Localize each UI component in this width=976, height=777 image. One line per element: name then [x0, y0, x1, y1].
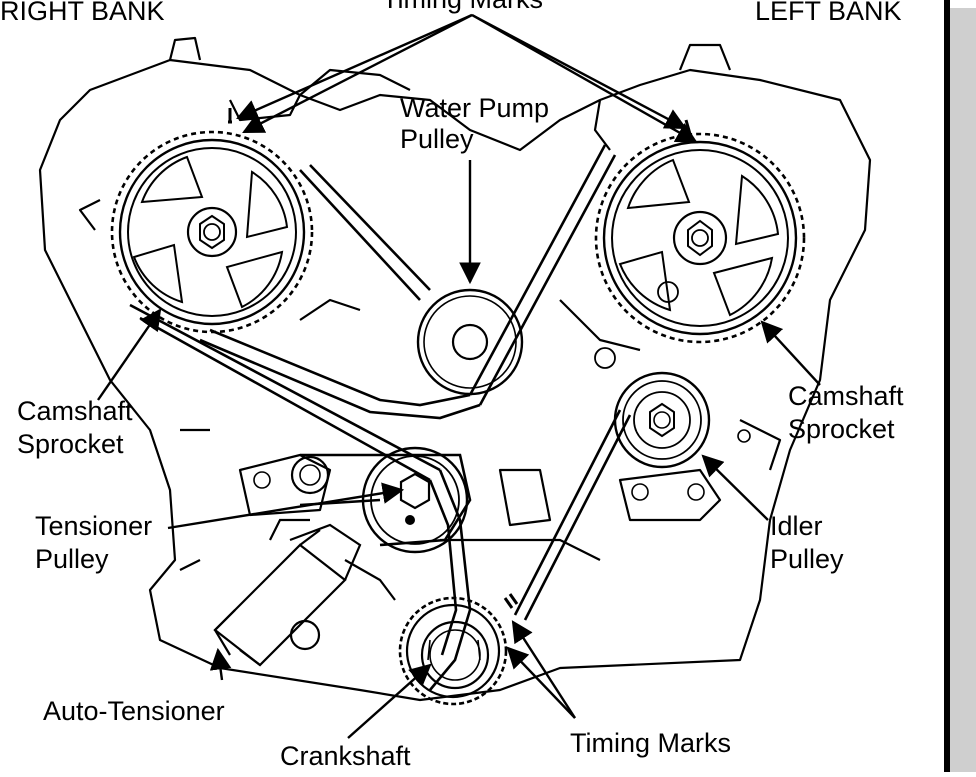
left-bank-timing-mark	[684, 119, 692, 135]
camshaft-sprocket-right-label-line1: Camshaft	[788, 381, 904, 411]
timing-marks-top-label: Timing Marks	[382, 0, 543, 14]
right-bank-timing-mark	[228, 108, 232, 124]
leader-lines	[97, 13, 821, 739]
tensioner-pulley	[253, 446, 469, 554]
left-bank-label: LEFT BANK	[755, 0, 902, 26]
frame-border	[944, 0, 950, 772]
idler-pulley-label-line2: Pulley	[770, 544, 844, 574]
tensioner-pulley-label-line2: Pulley	[35, 544, 109, 574]
idler-pulley	[594, 347, 751, 501]
right-bank-camshaft-sprocket	[110, 130, 314, 334]
right-bank-label: RIGHT BANK	[0, 0, 165, 26]
crankshaft-sprocket	[398, 593, 519, 706]
auto-tensioner-label: Auto-Tensioner	[43, 696, 225, 726]
camshaft-sprocket-left-label-line1: Camshaft	[17, 396, 133, 426]
frame-shadow	[950, 8, 976, 772]
camshaft-sprocket-right-label-line2: Sprocket	[788, 414, 895, 444]
water-pump-label-line2: Pulley	[400, 124, 474, 154]
left-bank-camshaft-sprocket	[594, 132, 806, 344]
engine-block	[38, 36, 872, 702]
water-pump-label-line1: Water Pump	[400, 93, 549, 123]
camshaft-sprocket-left-label-line2: Sprocket	[17, 429, 124, 459]
idler-pulley-label-line1: Idler	[770, 511, 823, 541]
water-pump-pulley	[416, 288, 524, 396]
crankshaft-label: Crankshaft	[280, 741, 411, 771]
auto-tensioner	[213, 518, 396, 667]
timing-marks-bottom-label: Timing Marks	[570, 728, 731, 758]
timing-belt	[129, 144, 632, 691]
tensioner-pulley-label-line1: Tensioner	[35, 511, 152, 541]
